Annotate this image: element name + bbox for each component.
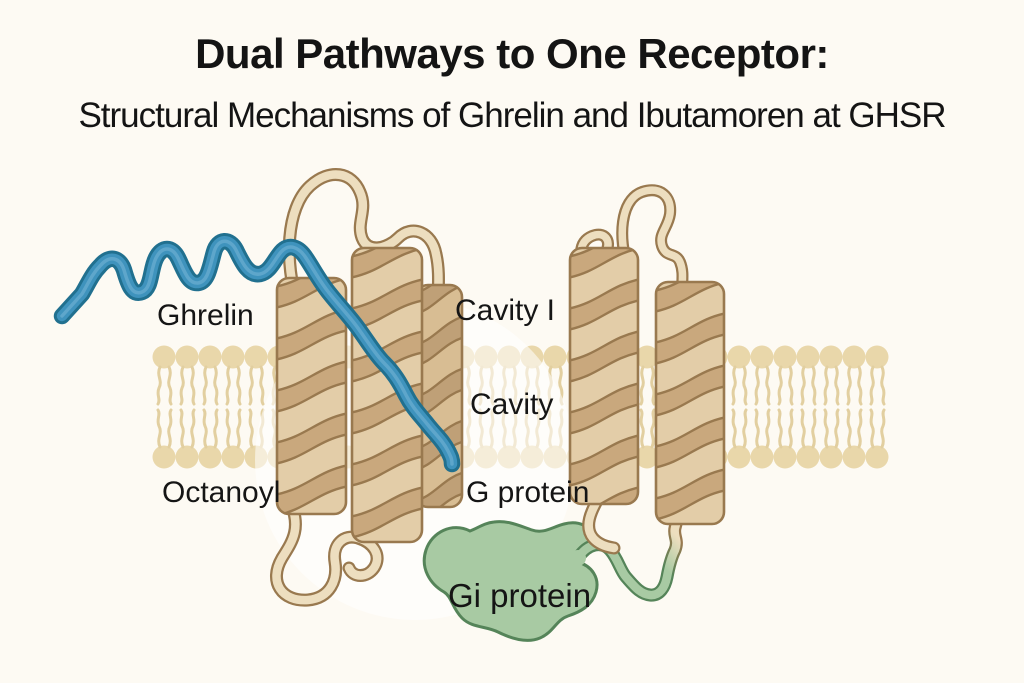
ghrelin-label: Ghrelin bbox=[157, 299, 254, 332]
cavity-lower-label: Cavity bbox=[470, 388, 554, 421]
g-protein-label: G protein bbox=[466, 476, 590, 509]
cavity-upper-label: Cavity I bbox=[455, 294, 556, 327]
gi-protein-label: Gi protein bbox=[448, 577, 592, 614]
ghrelin-peptide bbox=[53, 233, 461, 473]
gi-protein bbox=[422, 501, 692, 642]
right-receptor bbox=[568, 184, 726, 555]
figure-title: Dual Pathways to One Receptor: bbox=[195, 30, 829, 77]
figure-subtitle: Structural Mechanisms of Ghrelin and Ibu… bbox=[78, 96, 946, 135]
octanoyl-label: Octanoyl bbox=[162, 476, 281, 509]
gi-protein-blob bbox=[422, 520, 599, 642]
